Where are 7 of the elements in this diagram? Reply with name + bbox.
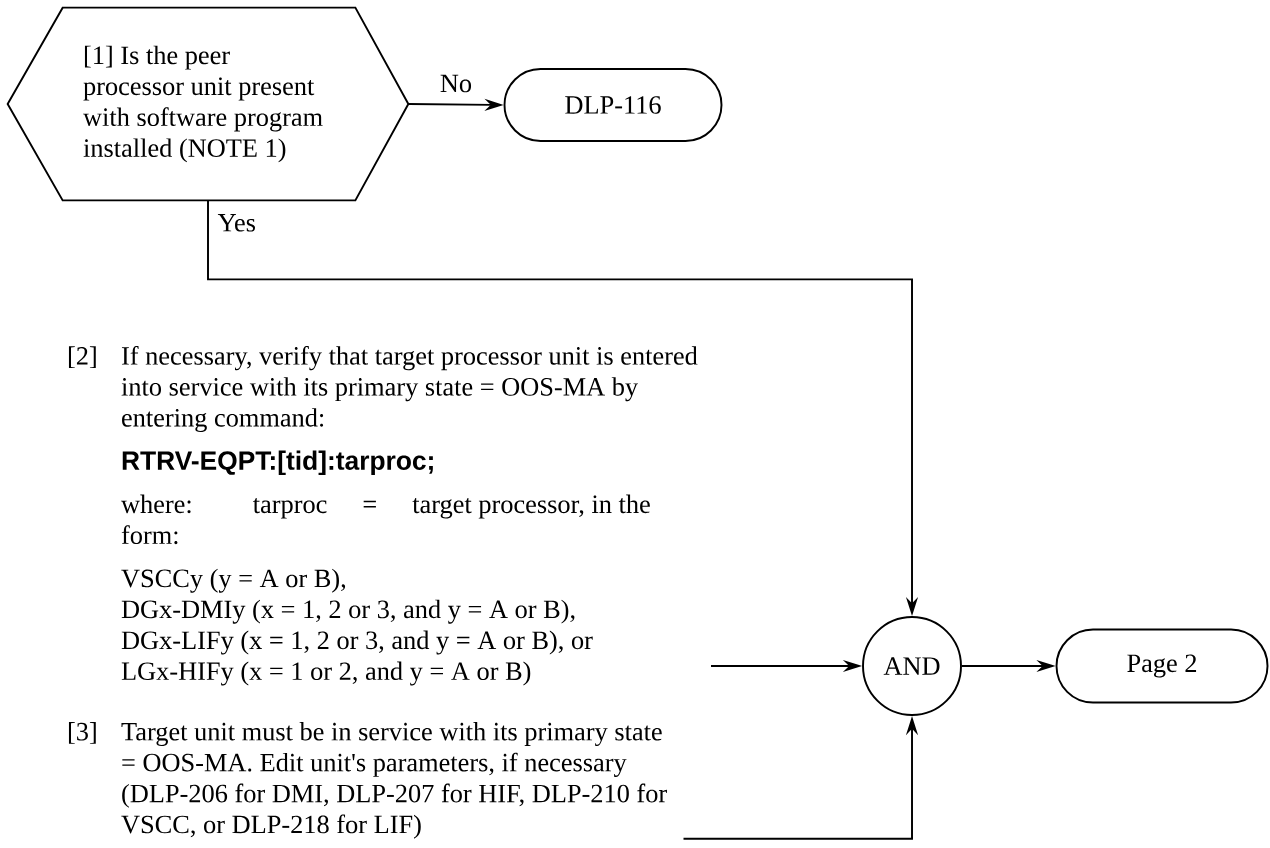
terminal-box: DLP-116	[503, 68, 723, 142]
terminal-box: Page 2	[1055, 628, 1269, 704]
decision-hexagon: [1] Is the peer processor unit present with software program installed (NOTE 1)	[6, 6, 410, 202]
step-text: [2] If necessary, verify that target processor unit is entered into service with its primary state = OOS-MA by entering command: RTRV-EQPT:[tid]:tarproc; where: tarproc = target processor, in the form: VSCCy (y = A or B), DGx-DMIy (x = 1, 2 or 3, and y = A or B), DGx-LIFy (x = 1, 2 or 3, and y = A or B), or LGx-HIFy (x = 1 or 2, and y = A or B)	[68, 346, 698, 686]
step-text: [3] Target unit must be in service with its primary state = OOS-MA. Edit unit's parameters, if necessary (DLP-206 for DMI, DLP-207 for HIF, DLP-210 for VSCC, or DLP-218 for LIF)	[68, 722, 667, 839]
edge-label: Yes	[215, 212, 258, 234]
edge-label: No	[438, 73, 474, 94]
